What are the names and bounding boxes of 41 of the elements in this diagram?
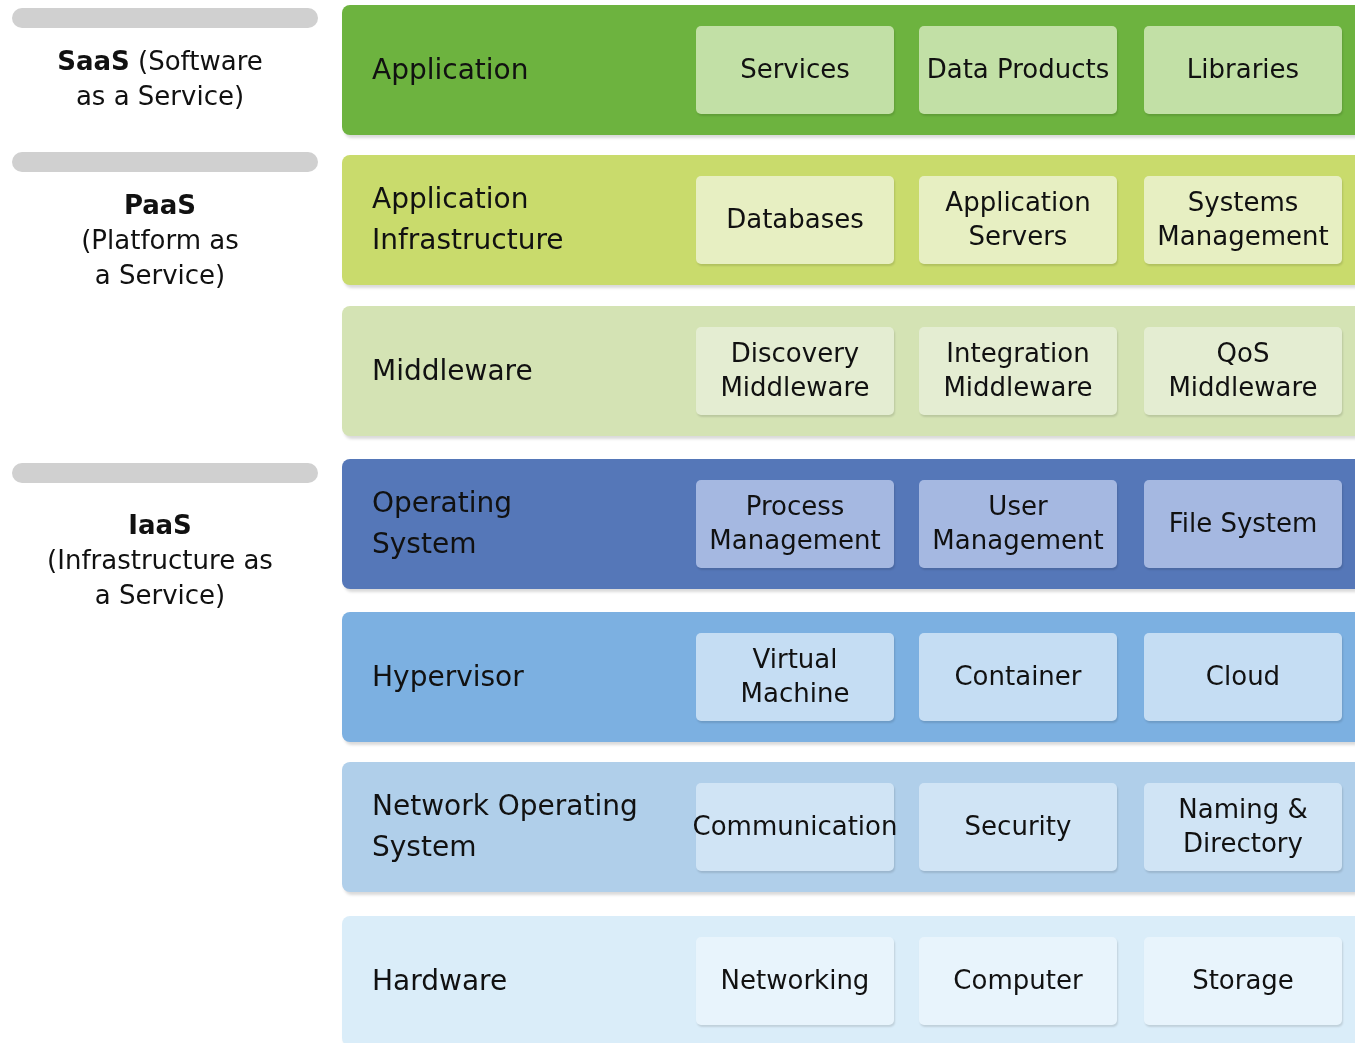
component-box: Security: [919, 783, 1117, 871]
layer-title: Middleware: [372, 352, 534, 389]
divider-bar: [12, 463, 318, 483]
component-box: Databases: [696, 176, 894, 264]
divider-bar: [12, 152, 318, 172]
component-box: QoS Middleware: [1144, 327, 1342, 415]
layer-title: Operating System: [372, 485, 513, 562]
layer-title: Hypervisor: [372, 658, 525, 695]
component-box: Application Servers: [919, 176, 1117, 264]
layer-title: Hardware: [372, 962, 509, 999]
component-box: Services: [696, 26, 894, 114]
component-box: Storage: [1144, 937, 1342, 1025]
service-model-label: SaaS (Software as a Service): [56, 45, 264, 114]
divider-bar: [12, 8, 318, 28]
service-model-label: PaaS (Platform as a Service): [80, 189, 240, 293]
layer-band: [342, 612, 1355, 742]
layer-band: [342, 762, 1355, 892]
component-box: User Management: [919, 480, 1117, 568]
component-box: Virtual Machine: [696, 633, 894, 721]
layer-band: [342, 306, 1355, 436]
component-box: Networking: [696, 937, 894, 1025]
layer-title: Application Infrastructure: [372, 181, 565, 258]
component-box: Naming & Directory: [1144, 783, 1342, 871]
component-box: Process Management: [696, 480, 894, 568]
component-box: Data Products: [919, 26, 1117, 114]
layer-band: [342, 5, 1355, 135]
component-box: Libraries: [1144, 26, 1342, 114]
component-box: Computer: [919, 937, 1117, 1025]
layer-title: Application: [372, 51, 530, 88]
component-box: Cloud: [1144, 633, 1342, 721]
component-box: Systems Management: [1144, 176, 1342, 264]
component-box: File System: [1144, 480, 1342, 568]
service-model-label: IaaS (Infrastructure as a Service): [46, 509, 274, 613]
layer-band: [342, 916, 1355, 1043]
layer-band: [342, 459, 1355, 589]
layer-band: [342, 155, 1355, 285]
layer-title: Network Operating System: [372, 788, 639, 865]
component-box: Discovery Middleware: [696, 327, 894, 415]
component-box: Container: [919, 633, 1117, 721]
component-box: Communication: [696, 783, 894, 871]
component-box: Integration Middleware: [919, 327, 1117, 415]
